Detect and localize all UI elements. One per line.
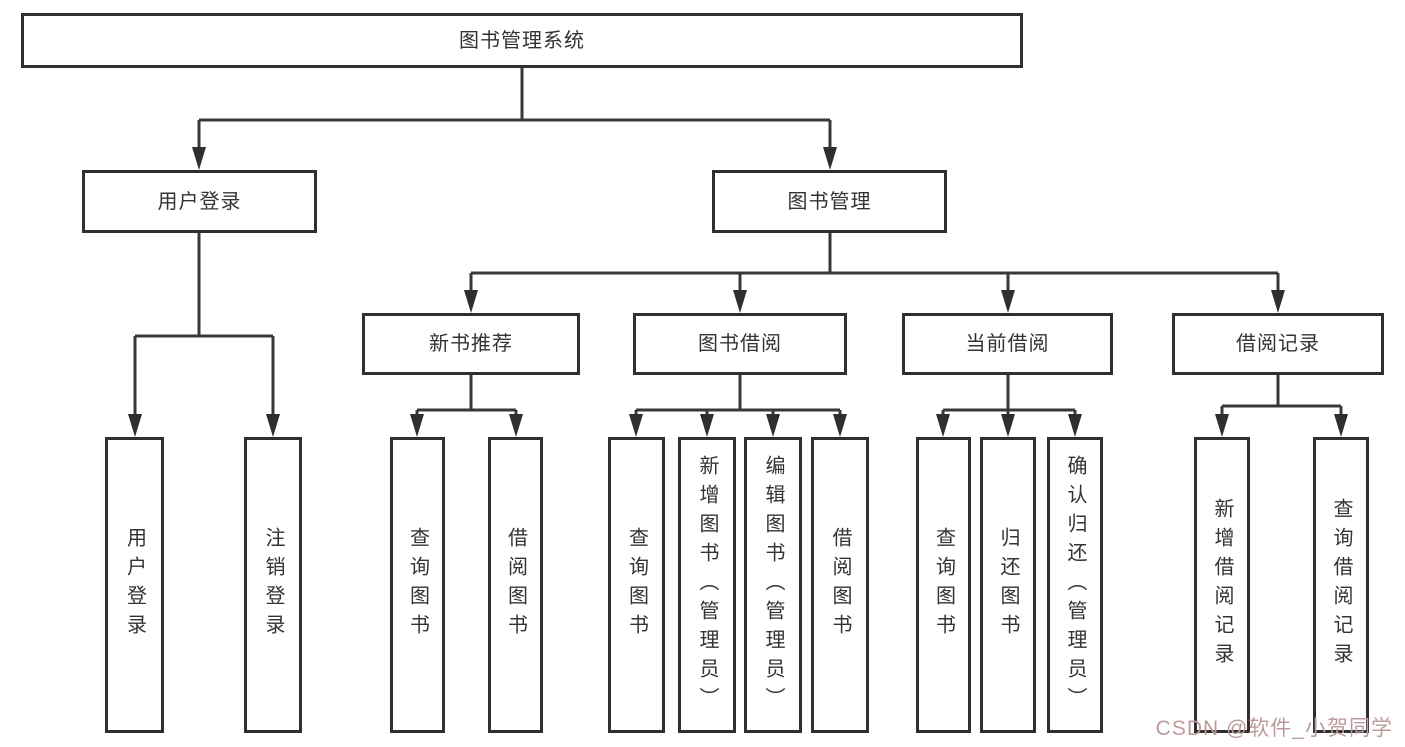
- node-book-management-label: 图书管理: [787, 190, 872, 213]
- node-bb-borrow-books: 借阅图书: [811, 437, 869, 733]
- node-cb-return-books: 归还图书: [980, 437, 1036, 733]
- node-bb-edit-books: 编辑图书（管理员）: [744, 437, 802, 733]
- node-bb-add-books-label: 新增图书（管理员）: [696, 454, 718, 716]
- node-cb-query-books: 查询图书: [916, 437, 971, 733]
- node-new-book-recommend-label: 新书推荐: [429, 333, 513, 355]
- node-root-label: 图书管理系统: [459, 29, 585, 52]
- node-user-login-label: 用户登录: [157, 190, 242, 213]
- node-current-borrowing: 当前借阅: [902, 313, 1113, 375]
- node-bb-add-books: 新增图书（管理员）: [678, 437, 736, 733]
- node-book-management: 图书管理: [712, 170, 947, 233]
- node-br-query-record: 查询借阅记录: [1313, 437, 1369, 733]
- node-bb-borrow-books-label: 借阅图书: [829, 527, 851, 643]
- node-nb-borrow-books: 借阅图书: [488, 437, 543, 733]
- arrowheads: [128, 147, 1348, 437]
- node-book-borrowing-label: 图书借阅: [698, 333, 782, 355]
- node-login-label: 用户登录: [123, 527, 146, 643]
- node-borrowing-records: 借阅记录: [1172, 313, 1384, 375]
- node-nb-query-books-label: 查询图书: [406, 527, 429, 643]
- node-br-add-record: 新增借阅记录: [1194, 437, 1250, 733]
- node-cb-confirm-return: 确认归还（管理员）: [1047, 437, 1103, 733]
- node-root: 图书管理系统: [21, 13, 1023, 68]
- node-login: 用户登录: [105, 437, 164, 733]
- node-cb-confirm-return-label: 确认归还（管理员）: [1064, 454, 1086, 716]
- node-logout-label: 注销登录: [262, 527, 284, 643]
- node-current-borrowing-label: 当前借阅: [965, 333, 1050, 355]
- node-book-borrowing: 图书借阅: [633, 313, 847, 375]
- node-cb-query-books-label: 查询图书: [932, 527, 955, 643]
- watermark: CSDN @软件_小贺同学: [1155, 717, 1393, 740]
- node-br-query-record-label: 查询借阅记录: [1330, 498, 1352, 672]
- node-bb-query-books-label: 查询图书: [625, 527, 648, 643]
- node-logout: 注销登录: [244, 437, 302, 733]
- node-nb-query-books: 查询图书: [390, 437, 445, 733]
- node-br-add-record-label: 新增借阅记录: [1211, 498, 1233, 672]
- node-new-book-recommend: 新书推荐: [362, 313, 580, 375]
- node-borrowing-records-label: 借阅记录: [1236, 333, 1320, 355]
- node-bb-query-books: 查询图书: [608, 437, 665, 733]
- node-cb-return-books-label: 归还图书: [997, 527, 1019, 643]
- node-user-login: 用户登录: [82, 170, 317, 233]
- node-bb-edit-books-label: 编辑图书（管理员）: [762, 454, 784, 716]
- node-nb-borrow-books-label: 借阅图书: [504, 527, 527, 643]
